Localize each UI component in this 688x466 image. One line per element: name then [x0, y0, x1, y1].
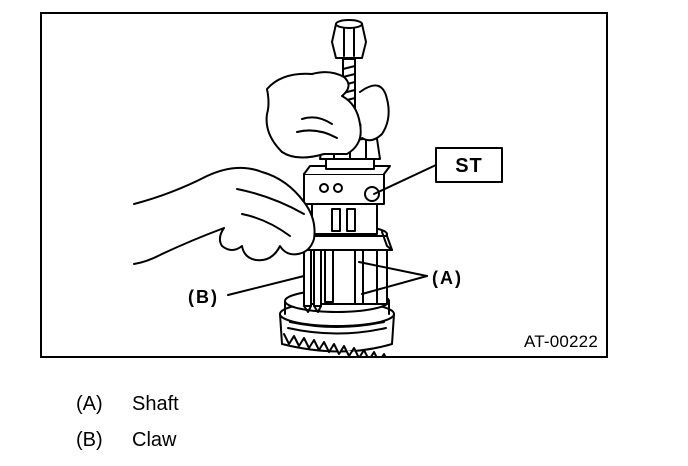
legend-item-claw: (B) Claw: [76, 422, 179, 458]
top-hex-head: [331, 19, 367, 59]
st-callout-label: ST: [455, 155, 483, 177]
legend-label: Claw: [132, 428, 177, 451]
legend: (A) Shaft (B) Claw: [76, 386, 179, 458]
b-callout-label: (B): [188, 287, 219, 307]
legend-label: Shaft: [132, 392, 179, 415]
st-body: [303, 165, 391, 235]
legend-key: (B): [76, 428, 103, 451]
legend-key: (A): [76, 392, 103, 415]
legend-item-shaft: (A) Shaft: [76, 386, 179, 422]
upper-hand: [265, 71, 390, 159]
figure-id: AT-00222: [523, 332, 598, 351]
tool-illustration: ST (B) (A): [133, 19, 503, 356]
a-callout-label: (A): [432, 268, 463, 288]
leader-lines: [227, 164, 437, 296]
lower-hand: [133, 166, 316, 265]
gear-drum: [279, 289, 395, 356]
figure-frame: ST (B) (A) AT-00222: [40, 12, 608, 358]
